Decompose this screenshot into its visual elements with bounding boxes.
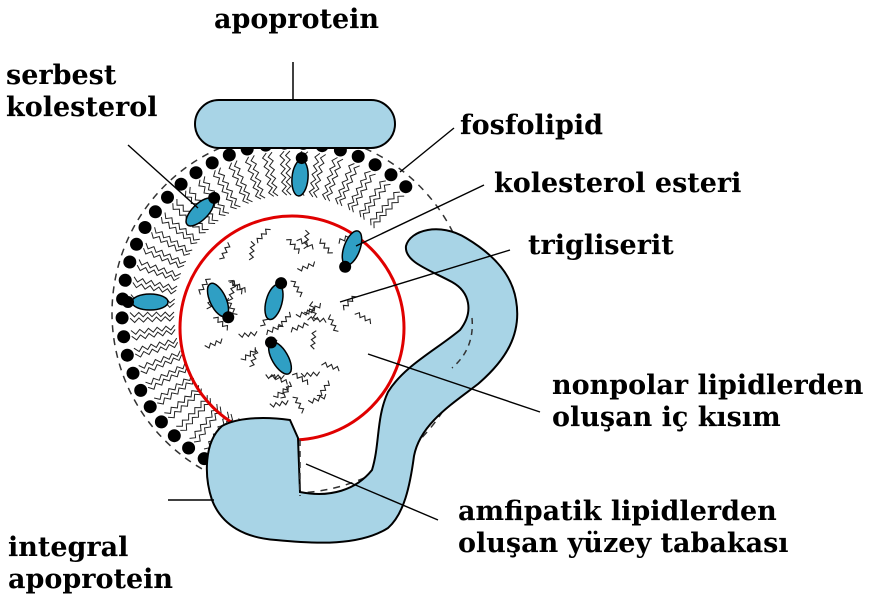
phospholipid-tail	[309, 153, 320, 197]
phospholipid-tail	[134, 277, 177, 290]
label-nonpolar-line2: oluşan iç kısım	[552, 402, 863, 434]
triglyceride-chain	[291, 323, 308, 332]
triglyceride-chain	[270, 400, 288, 407]
free-cholesterol-3	[336, 228, 366, 275]
triglyceride-chain	[286, 240, 299, 254]
phospholipid-tail	[146, 363, 186, 384]
phospholipid-head	[116, 311, 129, 324]
phospholipid-head	[119, 274, 132, 287]
triglyceride-chain	[241, 347, 256, 360]
phospholipid-head	[117, 330, 130, 343]
triglyceride-chain	[293, 397, 304, 413]
phospholipid-head	[385, 168, 398, 181]
phospholipid-head	[121, 349, 134, 362]
free-cholesterol-1	[182, 188, 224, 230]
phospholipid-tail	[133, 283, 176, 294]
triglyceride-chain	[304, 230, 309, 249]
phospholipid-head	[161, 191, 174, 204]
triglyceride-chain	[355, 313, 371, 324]
triglyceride-chain	[297, 262, 314, 271]
phospholipid-head	[206, 156, 219, 169]
triglyceride-chain	[320, 239, 333, 253]
label-apoprotein: apoprotein	[214, 4, 379, 36]
phospholipid-head	[223, 149, 236, 162]
phospholipid-head	[139, 221, 152, 234]
phospholipid-head	[190, 166, 203, 179]
label-kolesterol-esteri: kolesterol esteri	[494, 168, 741, 200]
label-integral: integral apoprotein	[8, 532, 173, 596]
label-amfipatik: amfipatik lipidlerden oluşan yüzey tabak…	[458, 496, 789, 560]
phospholipid-head	[182, 442, 195, 455]
triglyceride-chain	[328, 315, 338, 332]
phospholipid-head	[168, 429, 181, 442]
phospholipid-tail	[348, 171, 371, 210]
cholesterol-ester-3	[261, 333, 296, 377]
phospholipid-head	[399, 180, 412, 193]
free-cholesterol-4	[122, 294, 168, 310]
label-integral-line2: apoprotein	[8, 564, 173, 596]
phospholipid-tail	[268, 152, 278, 196]
triglyceride-chain	[321, 363, 339, 372]
cholesterol-ester-2	[262, 275, 289, 322]
phospholipid-head	[144, 400, 157, 413]
phospholipid-head	[123, 256, 136, 269]
apoprotein-shape	[195, 100, 395, 148]
label-integral-line1: integral	[8, 532, 173, 564]
phospholipid-tail	[130, 312, 174, 317]
phospholipid-tail	[371, 192, 400, 225]
triglyceride-chain	[317, 381, 329, 396]
phospholipid-tail	[180, 398, 210, 430]
triglyceride-chain	[301, 372, 320, 377]
phospholipid-head	[155, 415, 168, 428]
phospholipid-head	[369, 158, 382, 171]
triglyceride-chain	[205, 339, 222, 349]
label-trigliserit: trigliserit	[528, 230, 674, 262]
label-nonpolar: nonpolar lipidlerden oluşan iç kısım	[552, 370, 863, 434]
leader-fosfolipid	[400, 128, 454, 172]
triglyceride-chain	[249, 241, 255, 260]
phospholipid-tail	[219, 168, 241, 207]
phospholipid-tail	[131, 325, 175, 334]
triglyceride-chain	[219, 242, 230, 259]
phospholipid-head	[127, 367, 140, 380]
label-amfipatik-line2: oluşan yüzey tabakası	[458, 528, 789, 560]
label-serbest-kolesterol-line2: kolesterol	[6, 92, 158, 124]
triglyceride-chain	[291, 281, 302, 297]
label-serbest-kolesterol: serbest kolesterol	[6, 60, 158, 124]
triglyceride-chain	[239, 331, 257, 337]
triglyceride-chain	[257, 229, 271, 243]
phospholipid-head	[130, 238, 143, 251]
phospholipid-head	[149, 205, 162, 218]
label-amfipatik-line1: amfipatik lipidlerden	[458, 496, 789, 528]
label-serbest-kolesterol-line1: serbest	[6, 60, 158, 92]
phospholipid-tail	[314, 155, 326, 198]
phospholipid-head	[352, 150, 365, 163]
triglyceride-chain	[311, 331, 317, 350]
phospholipid-tail	[286, 151, 292, 195]
phospholipid-head	[134, 384, 147, 397]
label-nonpolar-line1: nonpolar lipidlerden	[552, 370, 863, 402]
label-fosfolipid: fosfolipid	[460, 110, 603, 142]
free-cholesterol-2	[290, 151, 310, 196]
